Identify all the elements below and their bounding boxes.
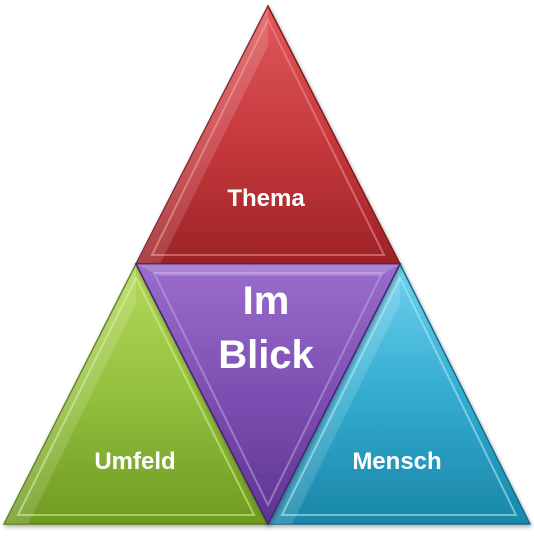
im-label: Im: [243, 279, 290, 323]
thema-label: Thema: [227, 185, 305, 212]
blick-label: Blick: [218, 333, 314, 377]
mensch-label: Mensch: [352, 448, 441, 475]
im-blick-triangle: [134, 263, 402, 526]
umfeld-label: Umfeld: [94, 448, 175, 475]
thema-triangle: [134, 4, 402, 265]
